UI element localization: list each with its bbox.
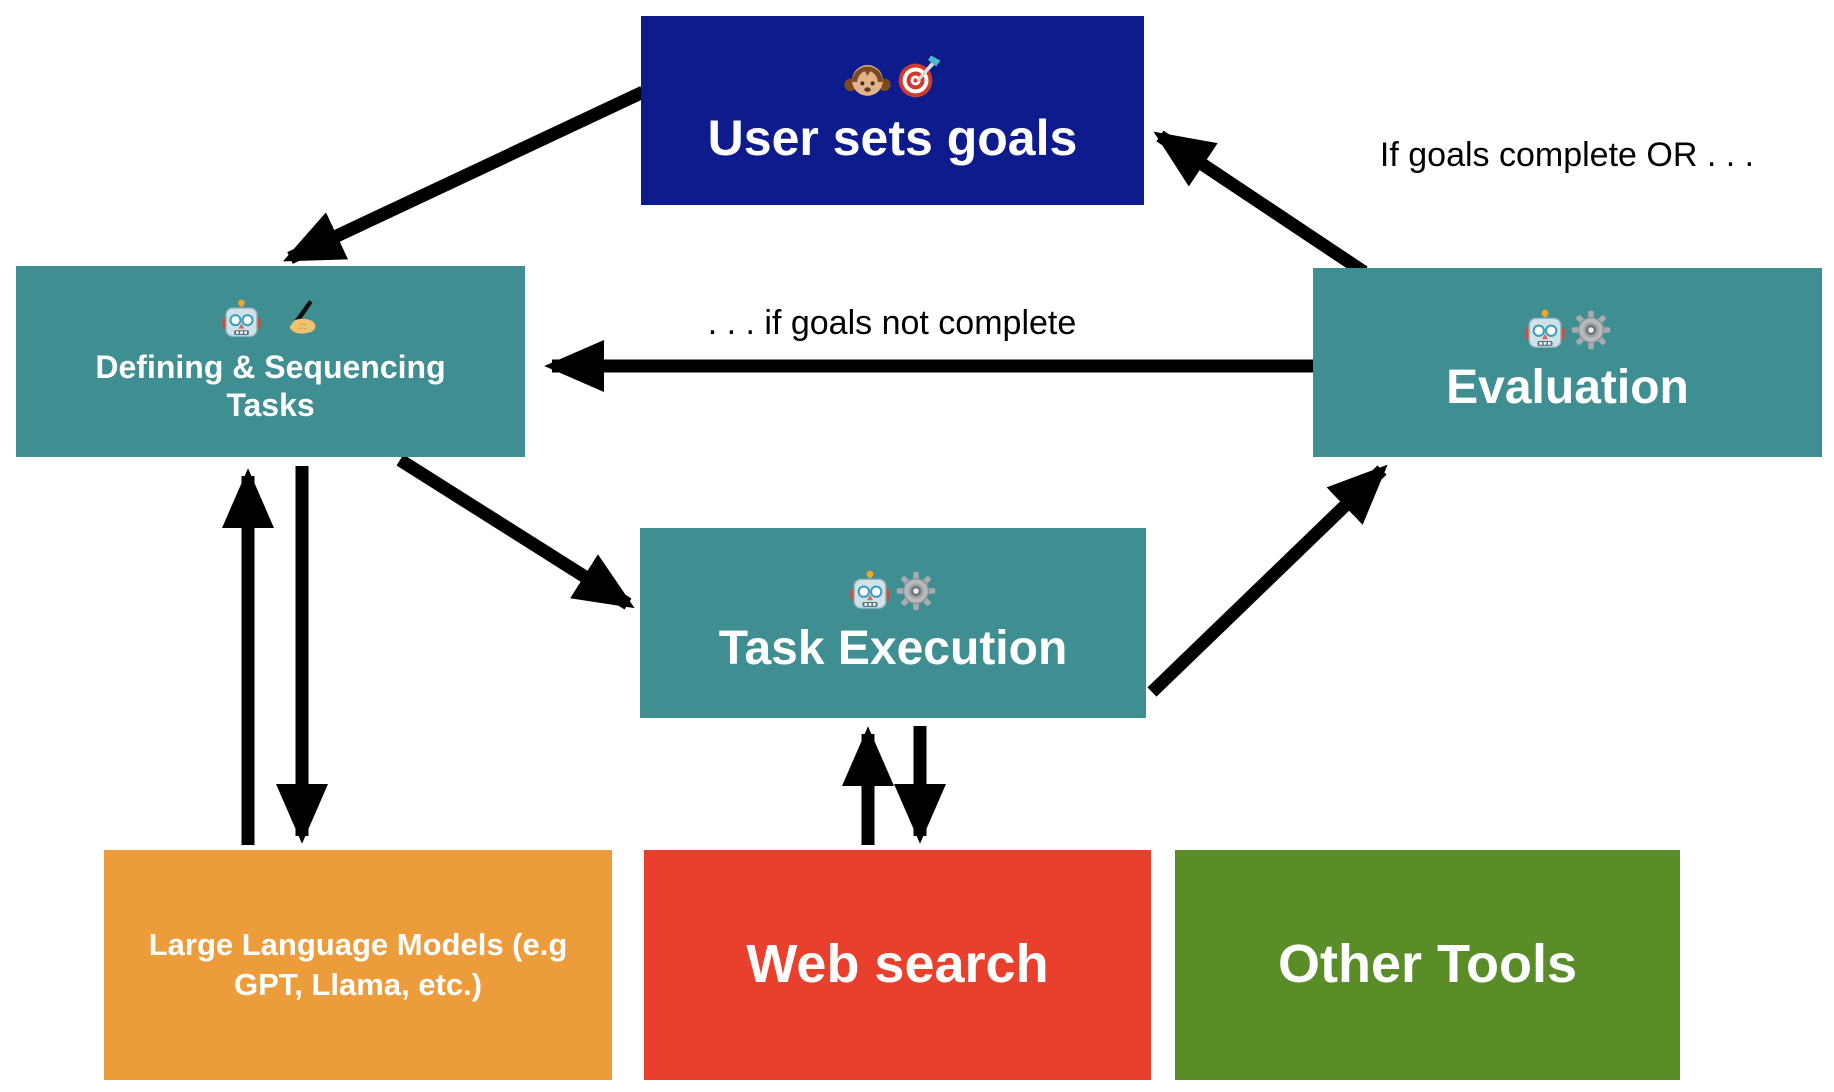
node-other-tools-label: Other Tools	[1277, 934, 1577, 995]
node-defining-icons	[220, 298, 322, 341]
node-defining-label-line1: Defining & Sequencing	[95, 349, 446, 386]
node-evaluation: Evaluation	[1313, 268, 1822, 457]
node-defining-label-line2: Tasks	[226, 387, 315, 423]
robot-icon	[220, 298, 263, 341]
arrow-evaluation-to-usergoals	[1153, 130, 1368, 278]
node-task-execution: Task Execution	[640, 528, 1146, 718]
gear-icon	[894, 569, 938, 613]
node-evaluation-icons	[1523, 308, 1613, 352]
robot-icon	[1523, 308, 1567, 352]
node-llm-label-line1: Large Language Models (e.g	[148, 926, 568, 962]
arrow-usergoals-to-defining	[282, 86, 646, 264]
node-web-search: Web search	[644, 850, 1151, 1080]
node-user-sets-goals-label: User sets goals	[707, 109, 1078, 166]
girl-icon	[844, 54, 891, 101]
node-web-search-label: Web search	[746, 934, 1049, 995]
arrow-taskexecution-to-evaluation	[1147, 464, 1388, 697]
node-defining-sequencing-tasks: Defining & Sequencing Tasks	[16, 266, 525, 457]
gear-icon	[1569, 308, 1613, 352]
node-other-tools: Other Tools	[1175, 850, 1680, 1080]
node-llm-label-line2: GPT, Llama, etc.)	[233, 967, 483, 1002]
node-evaluation-label: Evaluation	[1446, 361, 1689, 415]
arrow-defining-to-taskexecution	[396, 454, 635, 610]
node-user-icons	[844, 54, 942, 101]
node-user-sets-goals: User sets goals	[641, 16, 1144, 205]
writing-hand-icon	[279, 298, 322, 341]
edge-label-goals-complete: If goals complete OR . . .	[1379, 136, 1755, 174]
edge-label-goals-not-complete: . . . if goals not complete	[707, 304, 1077, 342]
target-icon	[895, 54, 942, 101]
robot-icon	[848, 569, 892, 613]
node-task-execution-icons	[848, 569, 938, 613]
node-large-language-models: Large Language Models (e.g GPT, Llama, e…	[104, 850, 612, 1080]
node-task-execution-label: Task Execution	[718, 621, 1068, 675]
